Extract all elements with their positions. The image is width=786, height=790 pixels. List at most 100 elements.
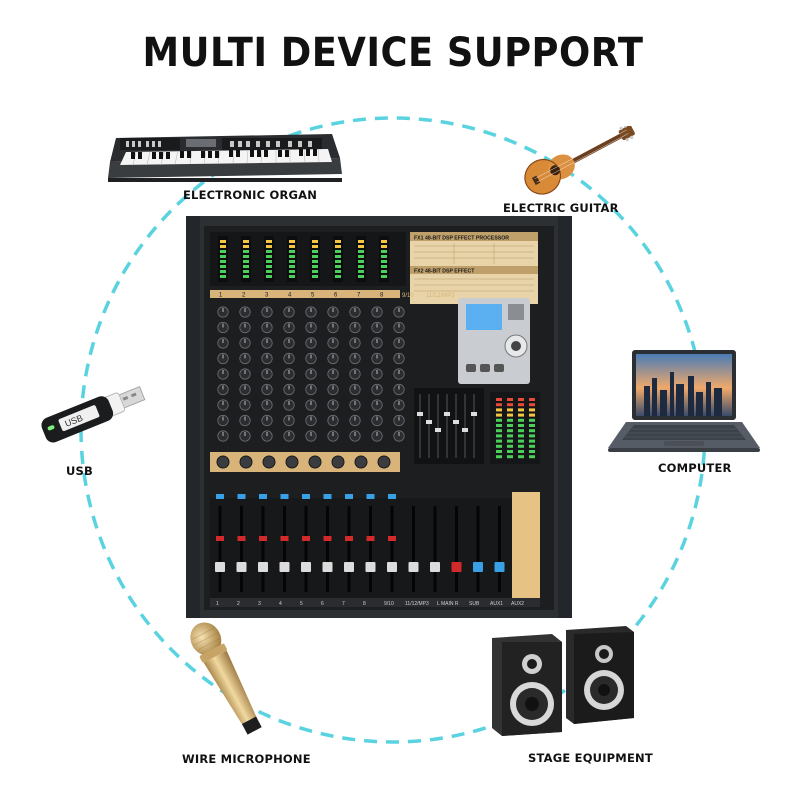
bottom-label: 3	[258, 601, 261, 607]
master-meter-led	[529, 403, 535, 407]
pan-knob	[331, 455, 345, 469]
meter-led	[220, 270, 226, 273]
meter-led	[358, 265, 364, 268]
meter-led	[289, 260, 295, 263]
channel-number: 2	[242, 293, 246, 299]
bottom-label: AUX1	[490, 601, 503, 607]
channel-number: 5	[311, 293, 315, 299]
meter-led	[266, 250, 272, 253]
master-meter-led	[496, 418, 502, 422]
master-meter-led	[496, 429, 502, 433]
stage-speakers	[490, 624, 640, 736]
channel-number: 4	[288, 293, 292, 299]
master-meter-led	[529, 444, 535, 448]
master-meter-led	[518, 439, 524, 443]
mute-button	[237, 494, 246, 499]
fader-cap	[430, 562, 440, 572]
master-meter-led	[496, 424, 502, 427]
meter-led	[335, 255, 341, 258]
bottom-label: AUX2	[511, 601, 524, 607]
eq-slider	[417, 412, 423, 416]
meter-led	[243, 260, 249, 263]
master-meter-led	[507, 424, 513, 427]
meter-led	[220, 265, 226, 268]
master-meter-led	[518, 450, 524, 453]
bottom-label: 7	[342, 601, 345, 607]
bottom-label: 8	[363, 601, 366, 607]
master-meter-led	[507, 439, 513, 443]
fader-cap	[301, 562, 311, 572]
channel-meter	[310, 236, 320, 282]
device-label-microphone: WIRE MICROPHONE	[182, 752, 311, 766]
audio-mixer: FX1 48-BIT DSP EFFECT PROCESSOR FX2 48-B…	[186, 216, 572, 618]
wire-microphone	[176, 614, 286, 746]
channel-number: 3	[265, 293, 269, 299]
pan-knob	[285, 455, 299, 469]
meter-led	[312, 265, 318, 268]
meter-led	[381, 245, 387, 248]
fader-cap	[322, 562, 333, 572]
meter-led	[358, 270, 364, 273]
master-meter-led	[507, 429, 513, 433]
laptop	[604, 348, 762, 458]
fader-cap	[279, 562, 290, 572]
solo-button	[237, 536, 246, 541]
solo-button	[323, 536, 332, 541]
device-label-usb: USB	[66, 464, 93, 478]
meter-led	[266, 245, 272, 248]
device-label-stage: STAGE EQUIPMENT	[528, 751, 653, 765]
master-meter-led	[529, 429, 535, 433]
meter-led	[358, 240, 364, 243]
channel-meter	[287, 236, 297, 282]
meter-led	[289, 265, 295, 268]
bottom-label: 9/10	[384, 601, 394, 607]
page-title: MULTI DEVICE SUPPORT	[142, 30, 644, 76]
channel-meter	[218, 236, 228, 282]
meter-led	[335, 275, 341, 278]
mute-button	[388, 494, 396, 499]
meter-led	[289, 270, 295, 273]
pan-knob	[308, 455, 322, 469]
meter-led	[358, 245, 364, 248]
svg-text:11/12/MP3: 11/12/MP3	[426, 293, 455, 299]
eq-slider	[444, 412, 450, 416]
eq-slider	[453, 420, 459, 424]
master-meter-led	[496, 398, 502, 401]
meter-led	[243, 250, 249, 253]
fader-cap	[258, 562, 268, 572]
fx2-header: FX2 48-BIT DSP EFFECT	[414, 269, 475, 275]
pan-knob	[262, 455, 276, 469]
mute-button	[302, 494, 310, 499]
master-meter-led	[518, 434, 524, 438]
master-meter-led	[529, 434, 535, 438]
mixer-illustration: FX1 48-BIT DSP EFFECT PROCESSOR FX2 48-B…	[186, 216, 572, 618]
channel-meter	[356, 236, 366, 282]
microphone-icon	[190, 622, 262, 735]
meter-led	[335, 240, 341, 243]
channel-meter	[241, 236, 251, 282]
meter-led	[220, 240, 226, 243]
bottom-label: 5	[300, 601, 303, 607]
meter-led	[289, 240, 295, 243]
master-meter-led	[518, 444, 524, 448]
master-meter-led	[507, 450, 513, 453]
pan-knob	[354, 455, 368, 469]
meter-led	[243, 255, 249, 258]
keyboard-icon	[108, 134, 342, 182]
meter-led	[381, 255, 387, 258]
eq-slider	[435, 428, 441, 432]
master-meter-led	[507, 418, 513, 422]
meter-led	[358, 275, 364, 278]
master-meter-led	[507, 434, 513, 438]
laptop-icon	[608, 350, 760, 452]
master-meter-led	[518, 455, 524, 459]
meter-led	[335, 270, 341, 273]
master-meter-led	[518, 418, 524, 422]
meter-led	[243, 275, 249, 278]
master-meter-led	[529, 418, 535, 422]
meter-led	[381, 260, 387, 263]
meter-led	[289, 245, 295, 248]
master-meter-led	[507, 408, 513, 412]
solo-button	[345, 536, 353, 541]
master-meter-led	[529, 398, 535, 401]
